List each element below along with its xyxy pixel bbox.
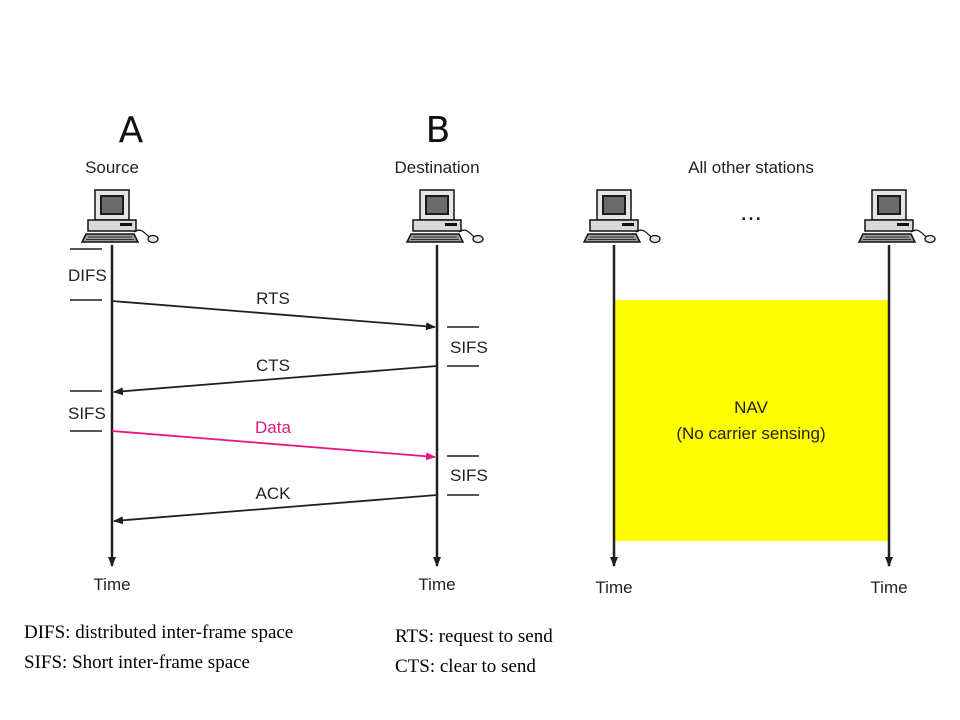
cts-arrow [113,365,438,396]
time-label: Time [595,578,632,597]
nav-description: (No carrier sensing) [676,424,825,443]
ellipsis: ... [740,196,762,226]
rts-label: RTS [256,289,290,308]
station-computer-icon [583,189,661,244]
time-label: Time [870,578,907,597]
destination-header: Destination [394,158,479,177]
handwritten-label-a: A [119,110,144,151]
legend-sifs: SIFS: Short inter-frame space [24,652,250,673]
source-computer-icon [81,189,159,244]
legend-difs: DIFS: distributed inter-frame space [24,622,294,643]
time-label: Time [93,575,130,594]
other-stations-header: All other stations [688,158,814,177]
source-interval-marks [70,248,102,432]
legend-rts: RTS: request to send [395,626,553,647]
ack-arrow [113,494,438,525]
legend-left: DIFS: distributed inter-frame space SIFS… [24,618,293,678]
station-computer-icon [858,189,936,244]
ack-label: ACK [256,484,292,503]
data-arrow [111,430,436,461]
handwritten-label-b: B [426,110,451,151]
legend-right: RTS: request to send CTS: clear to send [395,622,553,682]
sifs-label: SIFS [450,338,488,357]
source-header: Source [85,158,139,177]
rts-arrow [111,300,436,331]
sifs-label: SIFS [450,466,488,485]
nav-region [614,300,889,541]
destination-computer-icon [406,189,484,244]
data-label: Data [255,418,291,437]
difs-label: DIFS [68,266,107,285]
destination-interval-marks [447,326,479,496]
legend-cts: CTS: clear to send [395,656,536,677]
sifs-label: SIFS [68,404,106,423]
time-label: Time [418,575,455,594]
nav-label: NAV [734,398,768,417]
cts-label: CTS [256,356,290,375]
